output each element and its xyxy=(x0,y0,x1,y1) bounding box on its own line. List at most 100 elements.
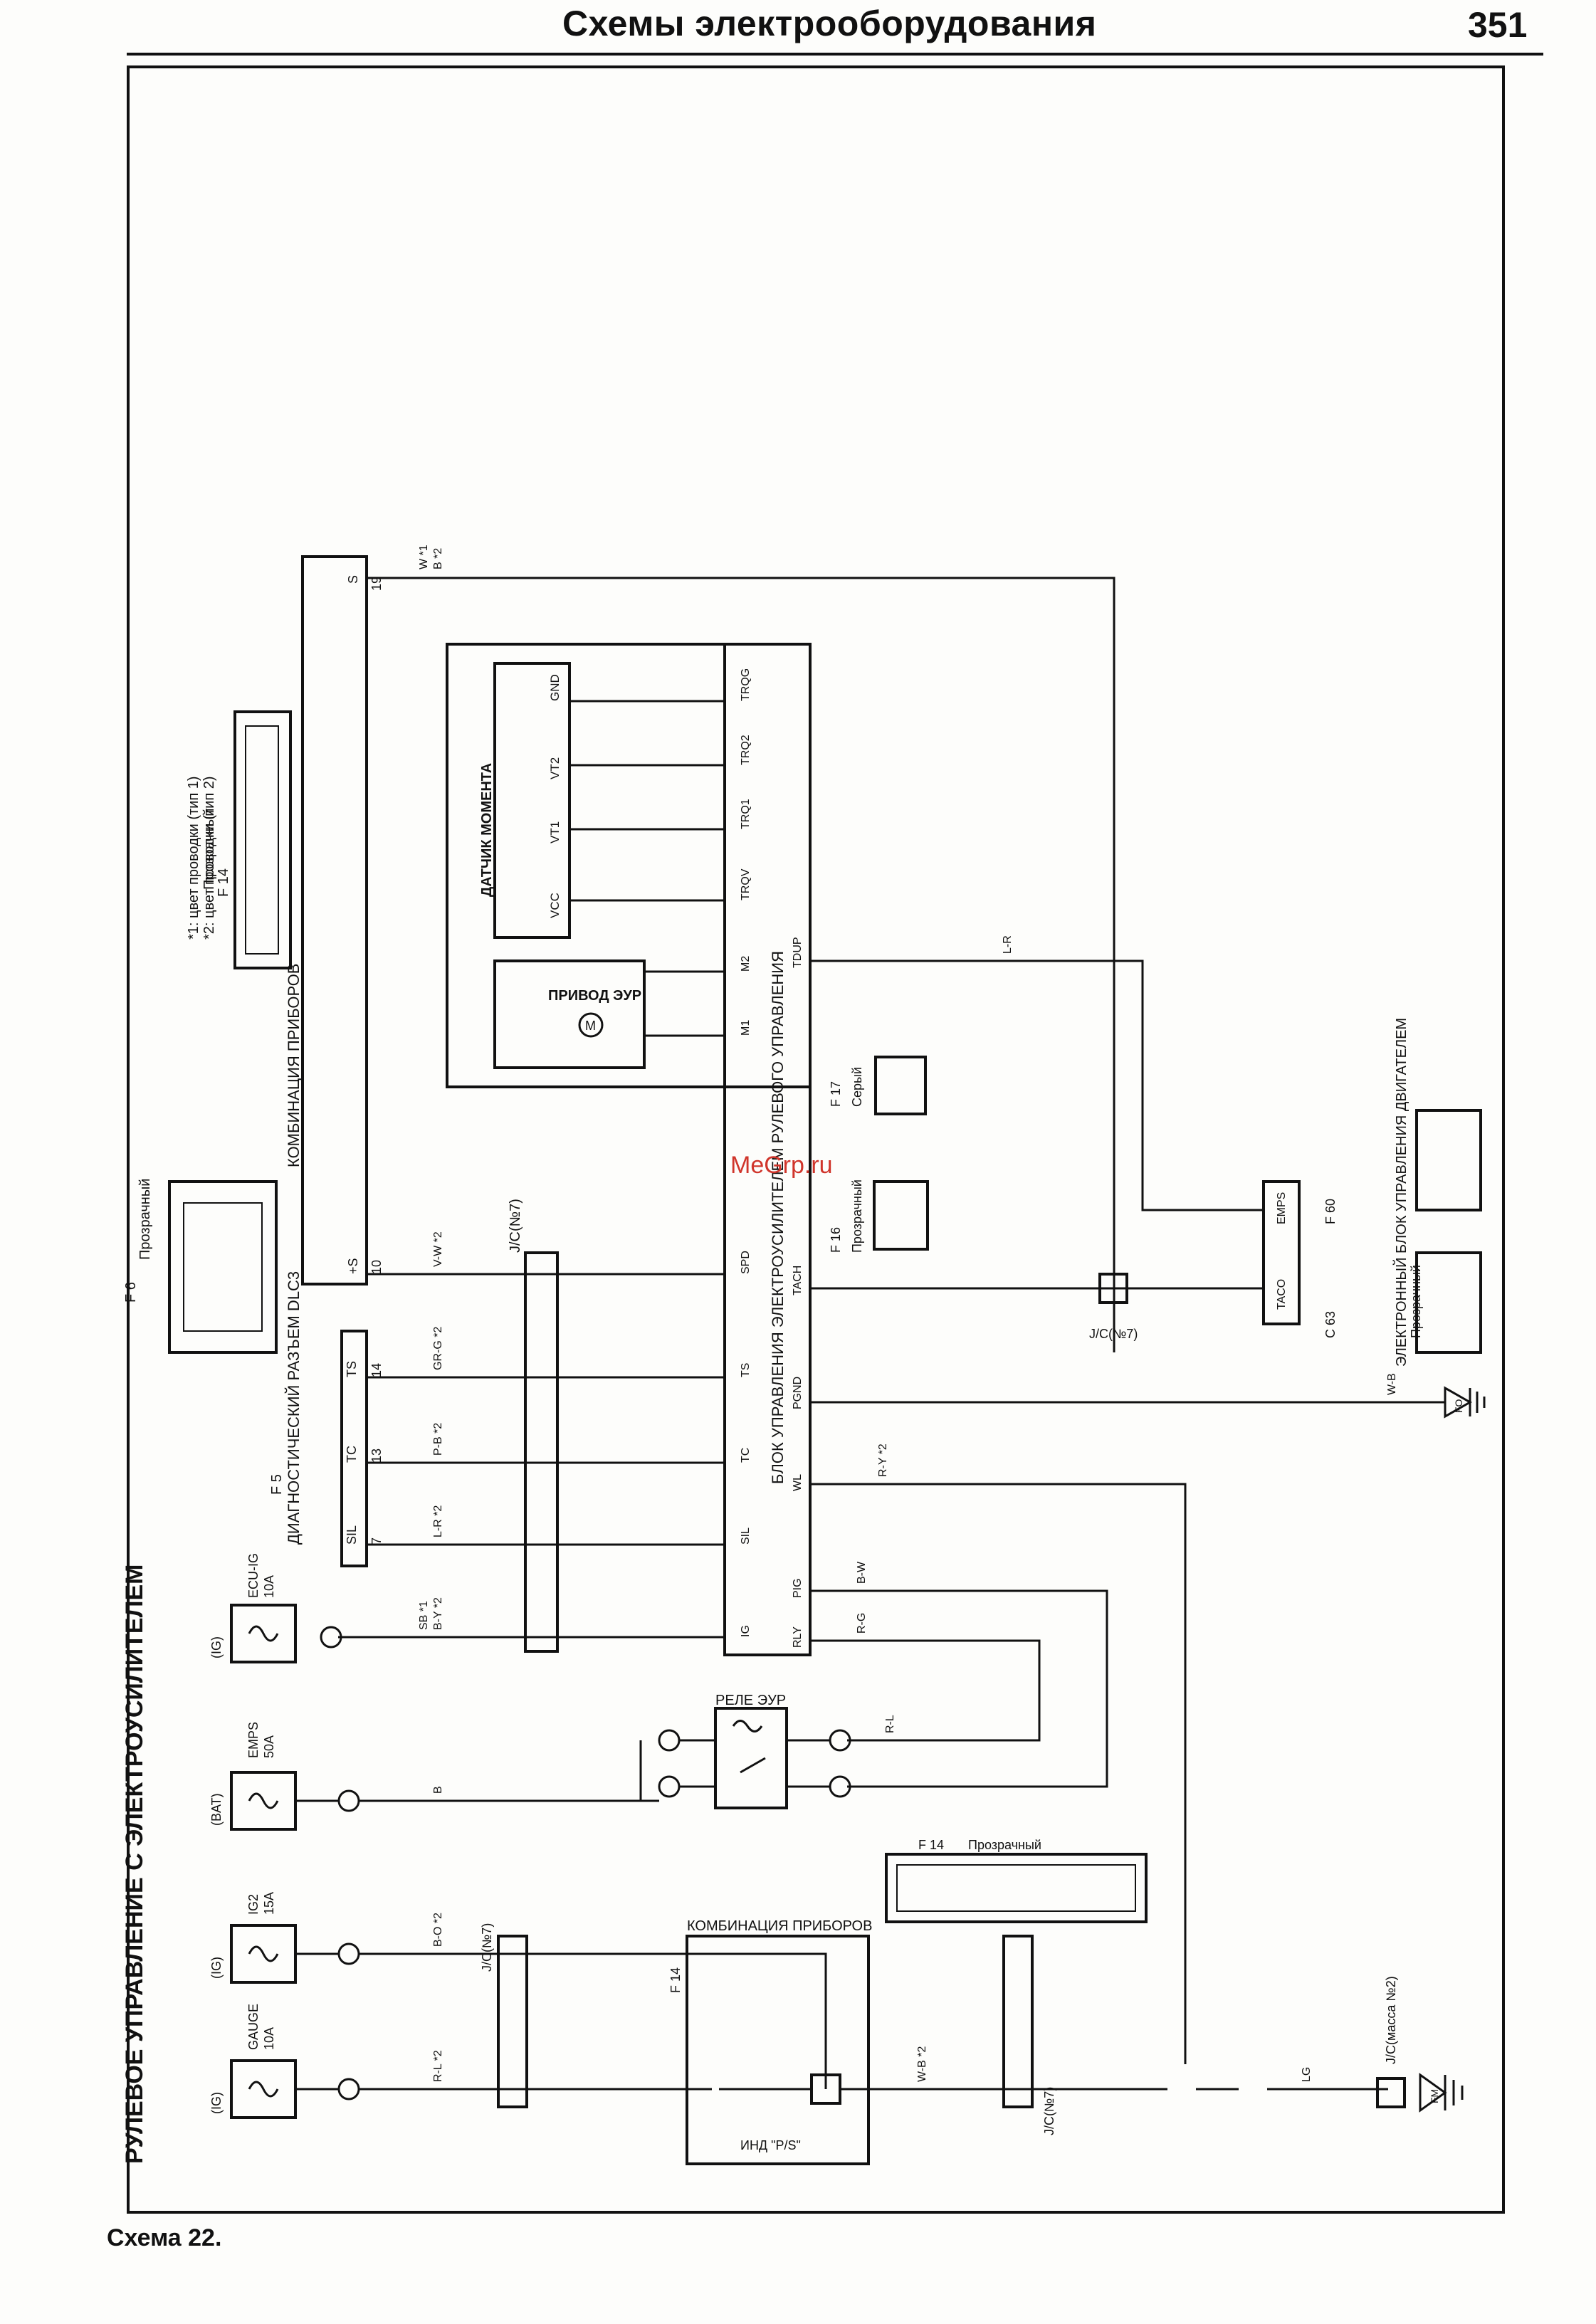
ecu-pin: SIL xyxy=(740,1528,752,1545)
fuse-source: (IG) xyxy=(209,1957,224,1979)
sensor-motor-enclosure xyxy=(446,643,812,1088)
meter-combination-bottom: КОМБИНАЦИЯ ПРИБОРОВ F 14 ИНД "P/S" xyxy=(668,1918,872,2165)
wire-label: V-W *2 xyxy=(432,1231,444,1267)
wire-label: B *2 xyxy=(432,548,444,569)
pin-label: S xyxy=(346,575,360,584)
pin-label: VT2 xyxy=(548,757,562,779)
ecu-pin: TRQV xyxy=(740,868,752,900)
page-title: Схемы электрооборудования xyxy=(562,4,1097,43)
wire-label: R-G xyxy=(856,1613,868,1634)
connector-code: F 14 xyxy=(918,1838,944,1852)
meter-combination-top: КОМБИНАЦИЯ ПРИБОРОВ +S S 10 19 xyxy=(285,555,384,1285)
junction-connector-ground xyxy=(1376,2077,1406,2108)
engine-ecu-title: ЭЛЕКТРОННЫЙ БЛОК УПРАВЛЕНИЯ ДВИГАТЕЛЕМ xyxy=(1392,1018,1409,1367)
engine-ecu-connector: F 60 xyxy=(1323,1199,1338,1224)
wire-label: L-R *2 xyxy=(432,1505,444,1537)
connector-f14-bottom: F 14 Прозрачный xyxy=(885,1838,1148,1923)
pin-number: 10 xyxy=(369,1260,384,1274)
junction-connector-bottom-left xyxy=(497,1935,528,2108)
fuse-source: (IG) xyxy=(209,2092,224,2114)
pin-label: VCC xyxy=(548,893,562,918)
watermark: MeGrp.ru xyxy=(730,1152,833,1179)
header-rule xyxy=(127,53,1543,56)
wire-label: P-B *2 xyxy=(432,1423,444,1456)
ecu-pin: SPD xyxy=(740,1251,752,1274)
wire-label: W-B xyxy=(1386,1373,1398,1395)
pin-label: VT1 xyxy=(548,821,562,843)
connector-note: Прозрачный xyxy=(201,809,217,890)
ecu-pin: RLY xyxy=(792,1626,804,1648)
wire-label: B-W xyxy=(856,1561,868,1584)
fuse-rating: 10A xyxy=(262,1575,276,1598)
dlc3-title: ДИАГНОСТИЧЕСКИЙ РАЗЪЕМ DLC3 xyxy=(285,1271,303,1545)
combo-bottom-title: КОМБИНАЦИЯ ПРИБОРОВ xyxy=(687,1918,872,1934)
wire-label: B-Y *2 xyxy=(432,1597,444,1630)
legend: *1: цвет проводки (тип 1) *2: цвет прово… xyxy=(186,776,217,940)
connector-f6-dlc3: F 6 Прозрачный xyxy=(123,1179,278,1354)
ecu-pin: M1 xyxy=(740,1020,752,1036)
ecu-pin-labels: TRQG TRQ2 TRQ1 TRQV M2 M1 SPD TS TC SIL … xyxy=(740,668,804,1648)
wire-s xyxy=(367,577,1115,1352)
wire-label: SB *1 xyxy=(418,1601,430,1630)
ecu-pin: PGND xyxy=(792,1377,804,1409)
ecu-pin: TS xyxy=(740,1363,752,1377)
connector-note: Прозрачный xyxy=(850,1179,864,1253)
dlc3-box: ДИАГНОСТИЧЕСКИЙ РАЗЪЕМ DLC3 F 5 TS TC SI… xyxy=(269,1271,384,1567)
wire-label: W-B *2 xyxy=(916,2046,928,2082)
sensor-wires xyxy=(569,700,725,1037)
connector-code: F 17 xyxy=(829,1081,843,1107)
connector-code: F 6 xyxy=(123,1282,139,1303)
wire-label: L-R xyxy=(1002,935,1014,954)
meter-combination-title: КОМБИНАЦИЯ ПРИБОРОВ xyxy=(285,964,303,1167)
ecu-pin: TACH xyxy=(792,1266,804,1295)
connector-code: F 14 xyxy=(216,868,231,897)
diagram-frame xyxy=(127,65,1505,2214)
fuse-name: ECU-IG xyxy=(246,1553,261,1598)
torque-sensor-title: ДАТЧИК МОМЕНТА xyxy=(479,763,495,897)
combo-bottom-code: F 14 xyxy=(668,1967,683,1993)
wire-label: LG xyxy=(1301,2067,1313,2082)
junction-connector-mid xyxy=(1098,1273,1128,1304)
jc-label: J/C(№7) xyxy=(508,1199,523,1253)
connector-f16-f17: F 17 Серый F 16 Прозрачный xyxy=(829,1056,929,1253)
engine-ecu: EMPS TACO ЭЛЕКТРОННЫЙ БЛОК УПРАВЛЕНИЯ ДВ… xyxy=(1262,1018,1482,1367)
wire-emps xyxy=(1141,1153,1264,1211)
fuse-ecu-ig: (IG) ECU-IG 10A xyxy=(209,1553,342,1663)
pin-label: +S xyxy=(346,1258,360,1274)
junction-connector-bottom-right xyxy=(1002,1935,1034,2108)
jc-label: J/C(№7) xyxy=(1042,2087,1056,2135)
indicator-label: ИНД "P/S" xyxy=(740,2138,801,2152)
pin-label: TC xyxy=(345,1446,359,1463)
ecu-pin: PIG xyxy=(792,1578,804,1598)
pin-number: 19 xyxy=(369,577,384,591)
pin-label: TS xyxy=(345,1361,359,1377)
ecu-pin: TDUP xyxy=(792,937,804,968)
figure-caption: Схема 22. xyxy=(107,2224,222,2251)
jc-label: J/C(масса №2) xyxy=(1384,1976,1398,2064)
relay-title: РЕЛЕ ЭУР xyxy=(715,1693,786,1708)
connector-note: Прозрачный xyxy=(968,1838,1041,1852)
fuse-name: IG2 xyxy=(246,1894,261,1915)
eps-ecu: БЛОК УПРАВЛЕНИЯ ЭЛЕКТРОУСИЛИТЕЛЕМ РУЛЕВО… xyxy=(723,643,812,1656)
connector-code: F 16 xyxy=(829,1227,843,1253)
wire-label: B-O *2 xyxy=(432,1913,444,1947)
pin-number: 13 xyxy=(369,1448,384,1463)
fuse-rating: 50A xyxy=(262,1735,276,1758)
motor-title: ПРИВОД ЭУР xyxy=(548,988,641,1004)
fuse-source: (BAT) xyxy=(209,1793,224,1826)
junction-connector-top xyxy=(524,1251,559,1653)
fuse-emps: (BAT) EMPS 50A xyxy=(209,1722,641,1831)
connector-note: Прозрачный xyxy=(137,1179,153,1260)
connector-f14-top: F 14 Прозрачный xyxy=(201,710,292,969)
jc-label: J/C(№7) xyxy=(480,1923,494,1972)
ecu-pin: TRQG xyxy=(740,668,752,701)
engine-ecu-connector: C 63 xyxy=(1323,1311,1338,1338)
ground-fo: FO xyxy=(1444,1386,1486,1419)
wire-label: W *1 xyxy=(418,545,430,569)
ecu-pin: IG xyxy=(740,1625,752,1637)
ground-label: FO xyxy=(1453,1399,1464,1413)
fuse-ig2: (IG) IG2 15A xyxy=(209,1892,712,1984)
wire-label: R-L xyxy=(884,1715,896,1733)
eps-motor: M ПРИВОД ЭУР xyxy=(493,959,646,1069)
engine-ecu-pin: EMPS xyxy=(1276,1192,1288,1224)
